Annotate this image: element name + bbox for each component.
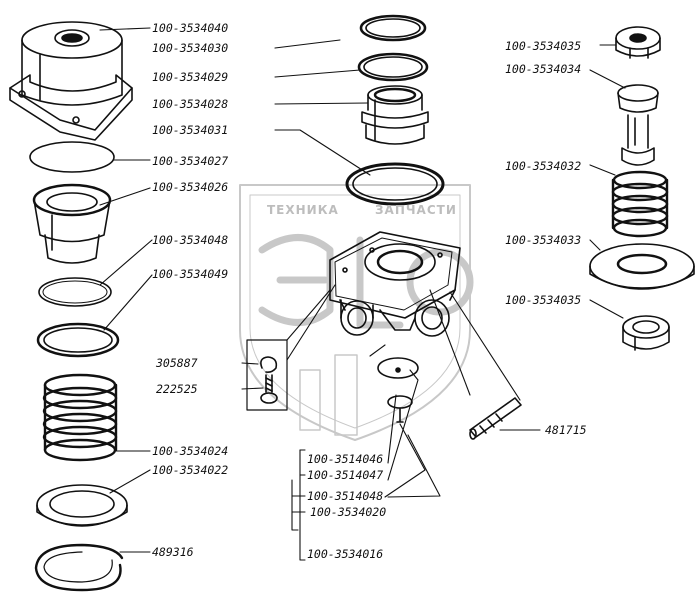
part-3534048-ring — [38, 277, 112, 307]
part-3534029-ring — [357, 52, 429, 82]
label-100-3534031: 100-3534031 — [152, 123, 229, 137]
label-100-3534027: 100-3534027 — [152, 154, 229, 168]
label-100-3534035-bottom: 100-3534035 — [505, 293, 582, 307]
label-100-3534020: 100-3534020 — [310, 505, 387, 519]
part-valve-body — [329, 231, 461, 337]
part-3534034-valve-stem — [617, 84, 659, 166]
part-3534035-nut-top — [615, 26, 661, 59]
watermark-right-text: ЗАПЧАСТИ — [375, 203, 457, 217]
part-3534035-nut-bottom — [622, 315, 670, 351]
part-305887-washer — [260, 356, 278, 373]
label-100-3534035-top: 100-3534035 — [505, 39, 582, 53]
label-100-3514046: 100-3514046 — [307, 452, 384, 466]
label-100-3534032: 100-3534032 — [505, 159, 582, 173]
part-222525-screw — [260, 374, 278, 404]
leader-lines — [99, 27, 626, 561]
label-100-3534048: 100-3534048 — [152, 233, 229, 247]
part-3534032-spring — [611, 170, 669, 238]
part-3534027-ring — [29, 141, 115, 173]
label-100-3534028: 100-3534028 — [152, 97, 229, 111]
label-100-3534016: 100-3534016 — [307, 547, 384, 561]
label-222525: 222525 — [156, 382, 198, 396]
part-481715-stud — [469, 397, 522, 440]
label-100-3534034: 100-3534034 — [505, 62, 582, 76]
label-100-3534026: 100-3534026 — [152, 180, 229, 194]
part-3534040-cover — [9, 21, 133, 141]
fastener-box — [246, 339, 288, 411]
part-3514047-valve — [387, 395, 413, 423]
label-305887: 305887 — [156, 356, 198, 370]
part-3514046-disc — [377, 357, 419, 379]
part-3534026-sleeve — [32, 183, 112, 264]
label-481715: 481715 — [545, 423, 587, 437]
watermark-left-text: ТЕХНИКА — [267, 203, 339, 217]
part-489316-snap-ring — [34, 543, 124, 592]
part-3534030-ring — [359, 14, 427, 42]
label-100-3514048: 100-3514048 — [307, 489, 384, 503]
label-100-3534030: 100-3534030 — [152, 41, 229, 55]
part-3534028-piston — [361, 85, 429, 145]
part-3534049-ring — [36, 322, 120, 358]
label-100-3534024: 100-3534024 — [152, 444, 229, 458]
part-3534031-ring — [345, 162, 445, 206]
label-100-3534040: 100-3534040 — [152, 21, 229, 35]
label-100-3514047: 100-3514047 — [307, 468, 384, 482]
label-489316: 489316 — [152, 545, 194, 559]
label-100-3534022: 100-3534022 — [152, 463, 229, 477]
label-100-3534049: 100-3534049 — [152, 267, 229, 281]
label-100-3534029: 100-3534029 — [152, 70, 229, 84]
label-100-3534033: 100-3534033 — [505, 233, 582, 247]
part-3534024-spring — [42, 373, 118, 462]
part-3534033-plate — [589, 243, 695, 290]
